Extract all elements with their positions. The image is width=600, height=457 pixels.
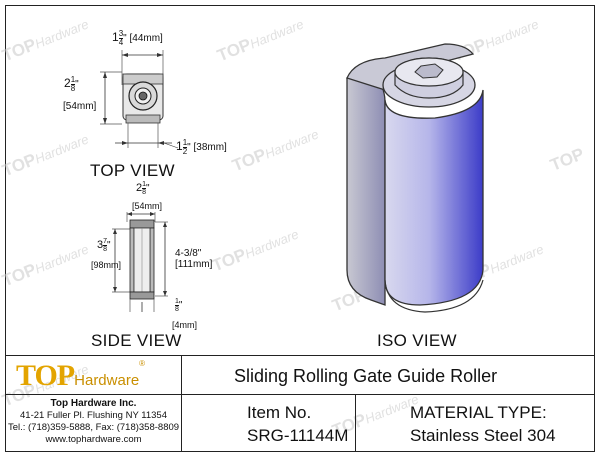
product-title: Sliding Rolling Gate Guide Roller [234, 366, 498, 386]
company-address: 41-21 Fuller Pl. Flushing NY 11354 [20, 410, 167, 421]
side-view-drawing [112, 212, 168, 312]
side-view-top-mm: [54mm] [132, 201, 163, 211]
item-value: SRG-11144M [247, 426, 349, 445]
material-label: MATERIAL TYPE: [410, 403, 547, 422]
side-view-right-mm: [111mm] [175, 259, 213, 270]
logo: TOPHardware ® [16, 359, 145, 393]
product-title-cell: Sliding Rolling Gate Guide Roller [181, 355, 595, 395]
side-view-bottom-mm: [4mm] [172, 320, 198, 330]
item-label: Item No. [247, 403, 312, 422]
logo-reg-mark: ® [139, 359, 146, 368]
company-website: www.tophardware.com [45, 434, 142, 445]
top-view-height-mm: [54mm] [63, 101, 97, 112]
top-view-label: TOP VIEW [90, 161, 175, 180]
side-view-right-dim: 4-3/8" [175, 248, 202, 259]
item-number-cell: Item No. SRG-11144M [181, 394, 356, 452]
side-view-left-mm: [98mm] [91, 260, 122, 270]
iso-view-drawing [346, 43, 484, 313]
logo-cell: TOPHardware ® [5, 355, 182, 395]
material-value: Stainless Steel 304 [410, 426, 556, 445]
side-view-label: SIDE VIEW [91, 331, 182, 350]
logo-hardware-text: Hardware [74, 372, 140, 389]
company-name: Top Hardware Inc. [50, 398, 137, 409]
company-phone: Tel.: (718)359-5888, Fax: (718)358-8809 [7, 422, 180, 433]
iso-view-label: ISO VIEW [377, 331, 457, 350]
material-cell: MATERIAL TYPE: Stainless Steel 304 [355, 394, 595, 452]
logo-top-text: TOP [16, 359, 75, 392]
top-view-drawing [100, 50, 179, 149]
company-info-cell: Top Hardware Inc. 41-21 Fuller Pl. Flush… [5, 394, 182, 452]
